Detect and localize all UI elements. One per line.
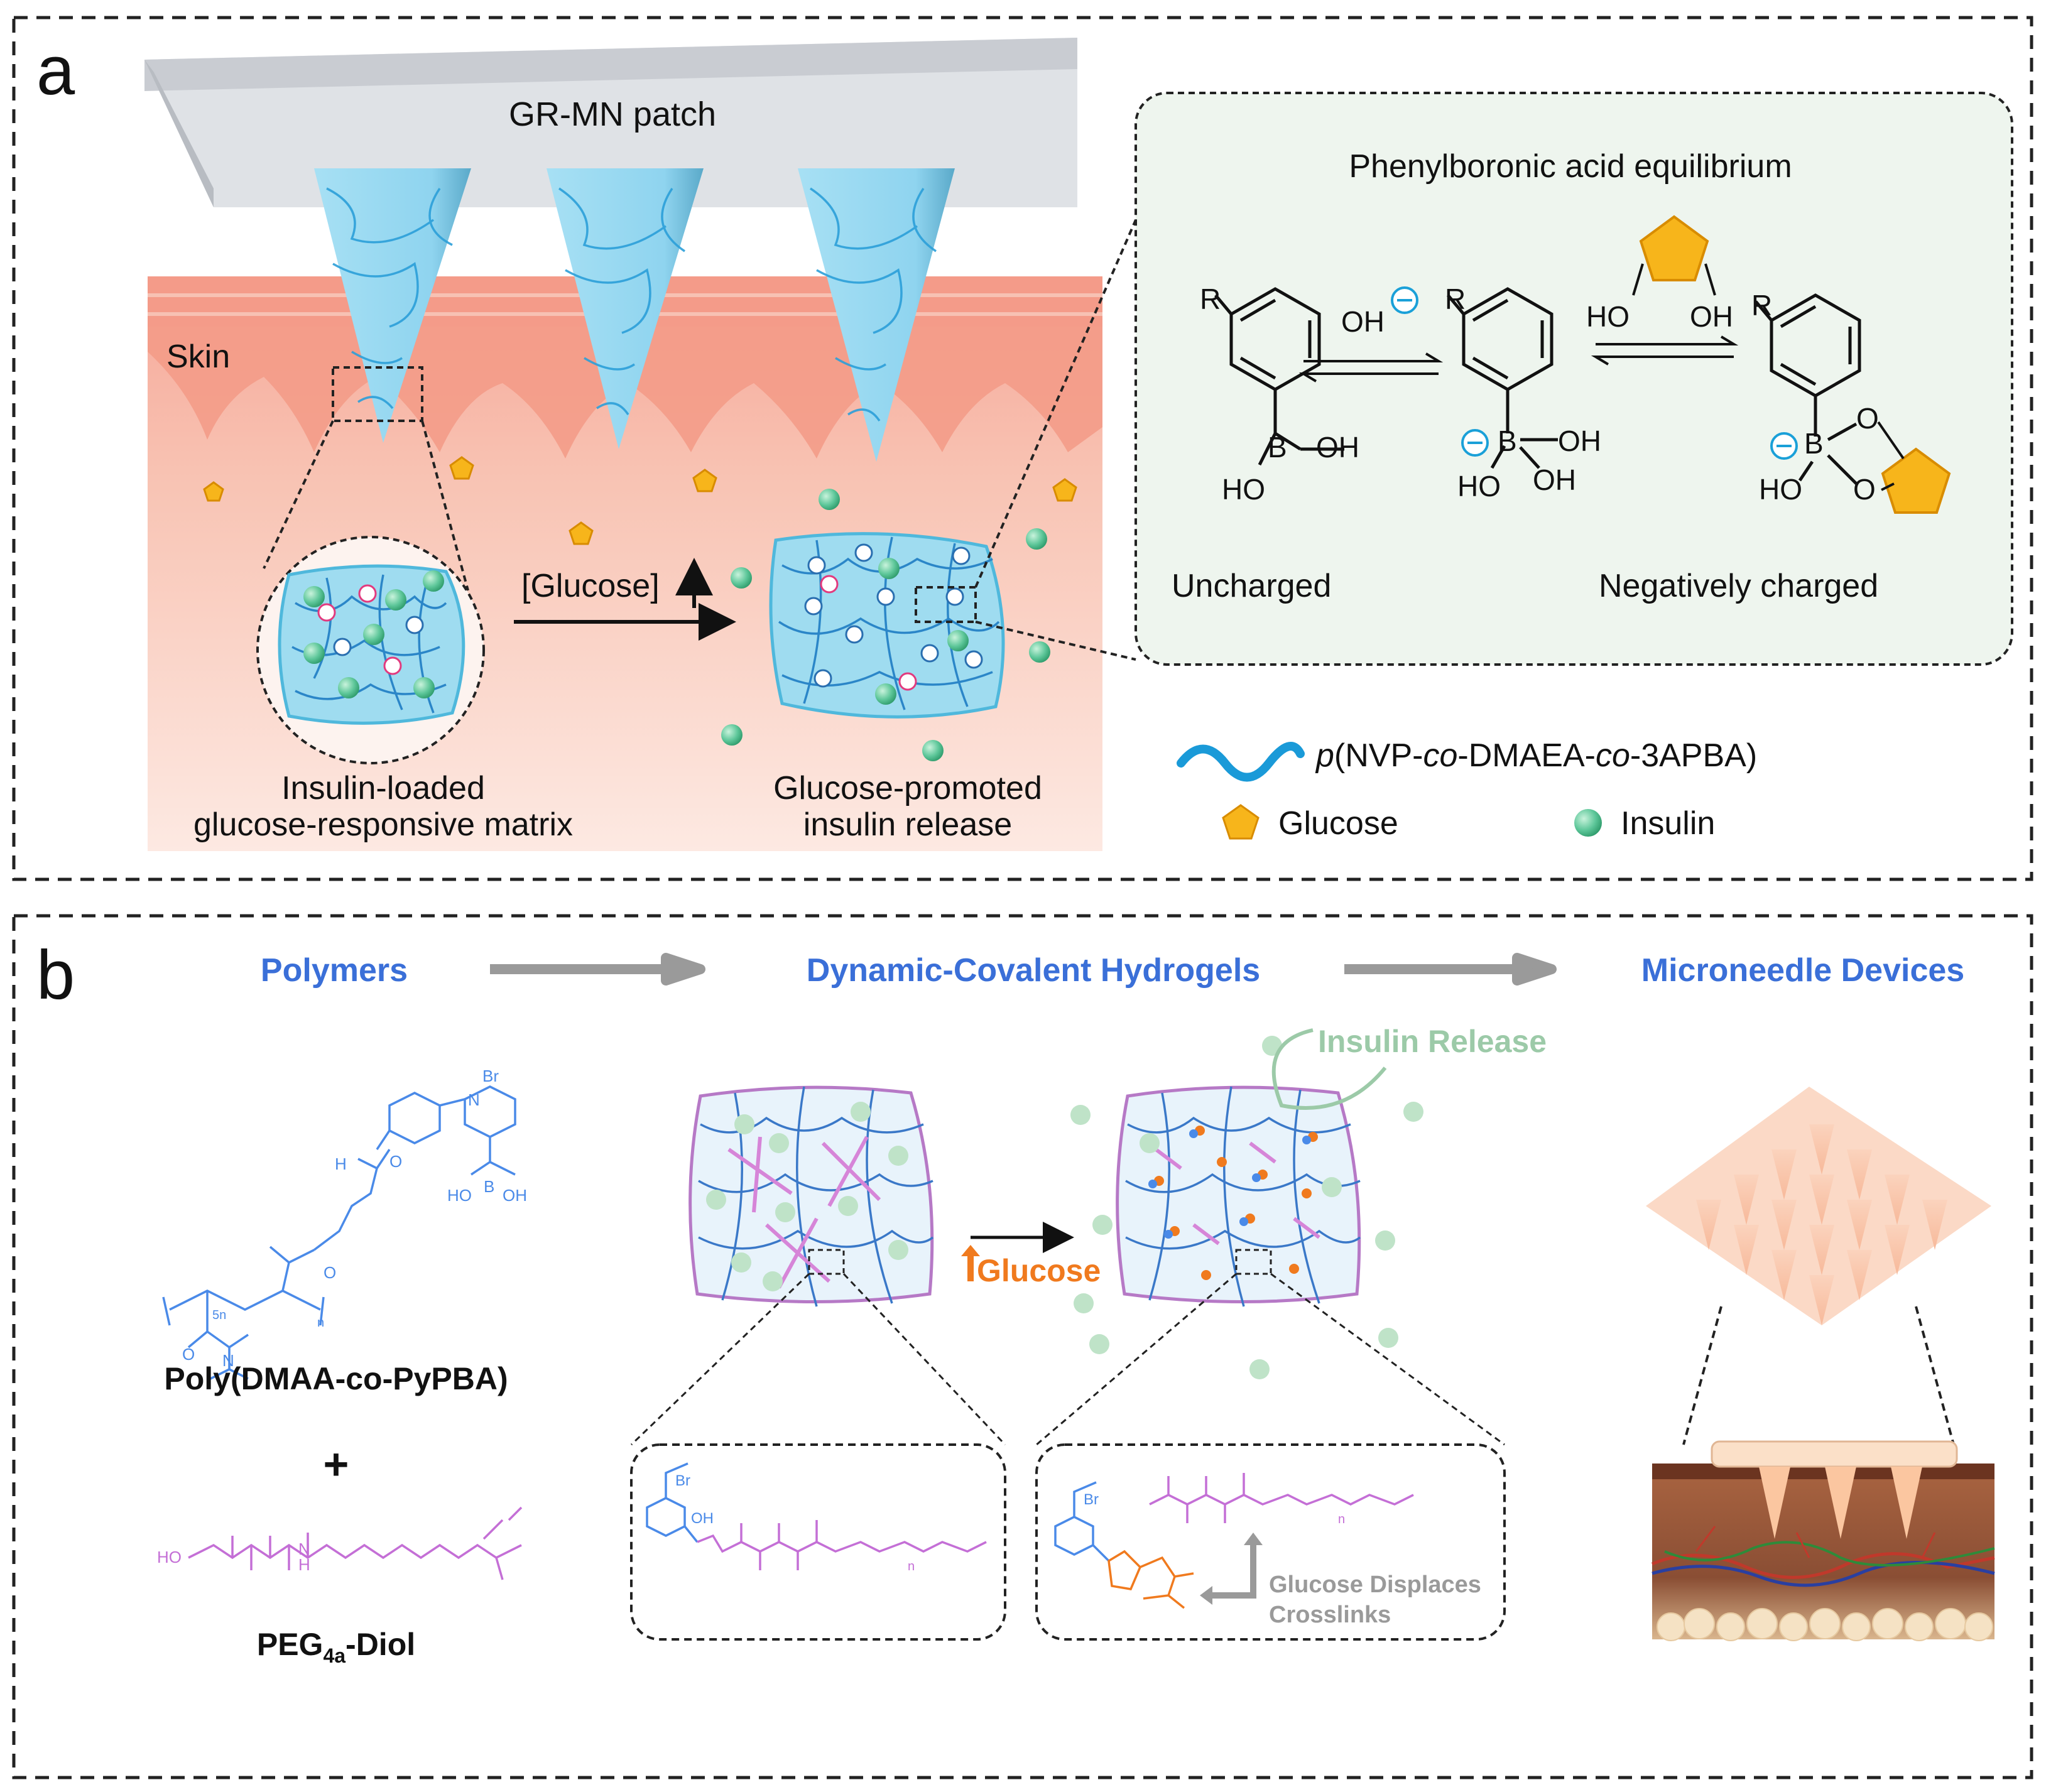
panel-b-border (12, 914, 2033, 1779)
plus-sign: + (324, 1440, 349, 1489)
polymer1-name: Poly(DMAA-co-PyPBA) (164, 1361, 508, 1396)
glucose-trigger-label: Glucose (977, 1253, 1101, 1288)
left-matrix-caption-1: Insulin-loaded (281, 770, 485, 806)
n-index-b1: n (317, 1316, 324, 1330)
gr-mn-patch (144, 38, 1077, 207)
diol-oh-label: OH (1690, 300, 1733, 333)
crosslink-chemistry (646, 1462, 987, 1570)
r-label-2: R (1445, 283, 1466, 315)
skin-label: Skin (166, 339, 230, 375)
br-label: Br (482, 1067, 499, 1085)
b-label-2: B (1498, 425, 1517, 457)
microneedle-array (1646, 1087, 1991, 1325)
skin-tissue-cross-section (1651, 1440, 1995, 1641)
crosslink-n-index: n (908, 1560, 915, 1573)
displaced-n-index: n (1338, 1512, 1345, 1526)
fivehundred-index: 5n (212, 1308, 226, 1322)
matrix-right (769, 532, 1005, 719)
right-matrix-caption-1: Glucose-promoted (773, 770, 1042, 806)
displaced-br-label: Br (1084, 1491, 1099, 1508)
hydrogel-released (1116, 1085, 1361, 1307)
insulin-release-label: Insulin Release (1318, 1024, 1547, 1059)
poly-dmaa-pypba-structure (162, 1085, 516, 1380)
b-label-1: B (1268, 431, 1287, 464)
patch-label: GR-MN patch (509, 95, 716, 133)
pba-inset (1135, 92, 2013, 666)
n-plus-label: N (468, 1090, 480, 1109)
polymer-legend-wave (1177, 742, 1305, 782)
displace-arrow (1209, 1542, 1256, 1599)
crosslink-inset (630, 1443, 1006, 1641)
o-label-1: O (1856, 402, 1879, 435)
pba-uncharged-structure (1214, 287, 1344, 466)
o-label-2: O (1853, 473, 1876, 506)
header-hydrogels: Dynamic-Covalent Hydrogels (807, 952, 1260, 989)
panel-a-border (12, 16, 2033, 881)
header-arrow-1 (490, 953, 705, 986)
insulin-legend-label: Insulin (1621, 805, 1715, 842)
header-arrow-2 (1344, 953, 1557, 986)
panel-a-letter: a (36, 32, 75, 109)
released-insulin (721, 489, 1050, 761)
polymer-legend-label: p(NVP-co-DMAEA-co-3APBA) (1315, 737, 1757, 774)
equilibrium-arrows-1 (1298, 352, 1444, 383)
glucose-arrow-label: [Glucose] (521, 568, 660, 604)
n-label-b1: N (222, 1351, 234, 1370)
oh-label-1: OH (1316, 431, 1359, 464)
displace-text-1: Glucose Displaces (1269, 1572, 1481, 1598)
o-label-b2: O (324, 1263, 336, 1282)
ester-glucose-pentagon (1881, 447, 1951, 514)
glucose-diol-pentagon (1639, 215, 1709, 281)
insulin-release-arrow (1271, 1028, 1387, 1110)
o-label-b1: O (389, 1152, 402, 1171)
ho-label-1: HO (1222, 473, 1265, 506)
displaced-inset (1035, 1443, 1506, 1641)
left-matrix-caption-2: glucose-responsive matrix (193, 806, 573, 843)
equilibrium-arrows-2 (1591, 335, 1739, 366)
oh-label-b1: OH (503, 1186, 527, 1205)
displace-text-2: Crosslinks (1269, 1602, 1391, 1628)
pba-ester-structure (1755, 293, 1861, 485)
glucose-up-arrow-b (961, 1245, 980, 1281)
header-polymers: Polymers (261, 952, 408, 989)
oh-reagent: OH (1341, 305, 1385, 338)
free-insulin-b (1070, 1036, 1423, 1379)
crosslink-oh-label: OH (691, 1510, 714, 1527)
glucose-molecules-skin (203, 456, 1077, 545)
ho-label-2: HO (1457, 470, 1501, 502)
insulin-legend-icon (1574, 809, 1602, 837)
peg-ho-label: HO (157, 1548, 182, 1567)
right-matrix-caption-2: insulin release (803, 806, 1012, 843)
panel-b-letter: b (36, 937, 75, 1014)
peg-diol-structure (188, 1506, 523, 1580)
header-devices: Microneedle Devices (1641, 952, 1964, 989)
charged-label: Negatively charged (1599, 568, 1878, 604)
h-label-b1: H (335, 1154, 347, 1173)
oh-label-3: OH (1533, 464, 1576, 496)
o-label-b3: O (182, 1345, 195, 1364)
glucose-legend-label: Glucose (1278, 805, 1398, 842)
matrix-left (278, 564, 465, 725)
peg-h-label: H (298, 1555, 310, 1574)
r-label-1: R (1200, 283, 1221, 315)
b-label-3: B (1804, 427, 1824, 460)
ho-label-3: HO (1759, 473, 1802, 506)
glucose-legend-icon (1222, 804, 1260, 840)
microneedles (314, 168, 955, 462)
displaced-chemistry (1054, 1473, 1414, 1609)
oh-label-2: OH (1558, 425, 1601, 457)
crosslink-br-label: Br (675, 1472, 690, 1489)
diol-ho-label: HO (1586, 300, 1630, 333)
hydrogel-crosslinked (688, 1085, 934, 1307)
r-label-3: R (1751, 289, 1772, 322)
zoom-box-left (332, 366, 423, 422)
pba-boronate-structure (1447, 287, 1558, 469)
b-oh-label: B (484, 1177, 494, 1196)
uncharged-label: Uncharged (1172, 568, 1331, 604)
ho-label-b1: HO (447, 1186, 472, 1205)
pba-title: Phenylboronic acid equilibrium (1349, 148, 1792, 185)
polymer2-name: PEG4a-Diol (257, 1627, 415, 1667)
peg-n-label: N (298, 1539, 310, 1558)
